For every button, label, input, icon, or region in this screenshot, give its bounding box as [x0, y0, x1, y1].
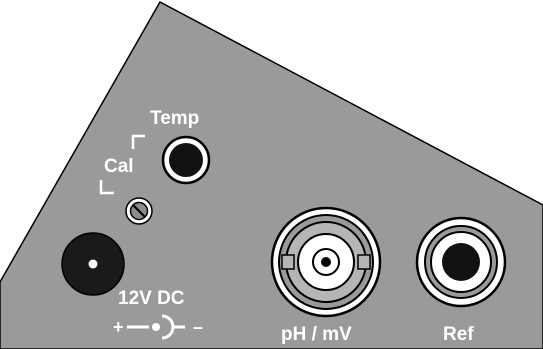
polarity-center-dot — [152, 323, 160, 331]
ref-label: Ref — [443, 324, 474, 345]
polarity-c-arc — [161, 314, 175, 340]
cal-bracket-bottom — [99, 180, 114, 195]
temp-label: Temp — [150, 108, 199, 129]
cal-bracket-top — [131, 134, 145, 149]
cal-label: Cal — [104, 156, 134, 177]
ref-jack[interactable] — [415, 216, 507, 308]
ph-mv-label: pH / mV — [281, 324, 352, 345]
power-jack[interactable] — [61, 232, 125, 296]
plus-sign: + — [113, 317, 124, 337]
ph-mv-bnc-connector[interactable] — [270, 206, 382, 318]
temp-jack[interactable] — [161, 135, 211, 185]
cal-screw[interactable] — [125, 197, 153, 225]
minus-sign: – — [193, 317, 203, 337]
power-label: 12V DC — [118, 288, 185, 309]
